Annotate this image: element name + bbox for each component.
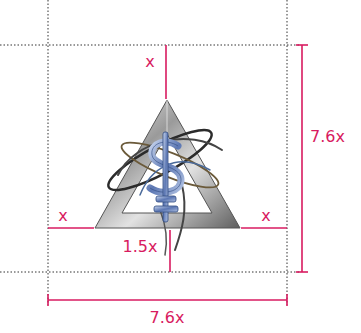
dimension-label: x [145, 54, 154, 70]
logo-symbol [150, 132, 181, 222]
dimension-label: x [58, 208, 67, 224]
logo-triangle [95, 100, 240, 228]
dimension-label: x [261, 208, 270, 224]
dimension-label: 7.6x [310, 129, 345, 145]
clearspace-guides [0, 0, 300, 305]
dimension-label: 1.5x [123, 239, 158, 255]
dimension-label: 7.6x [150, 310, 185, 326]
dimension-lines [48, 45, 308, 306]
logo-swooshes [102, 120, 222, 255]
